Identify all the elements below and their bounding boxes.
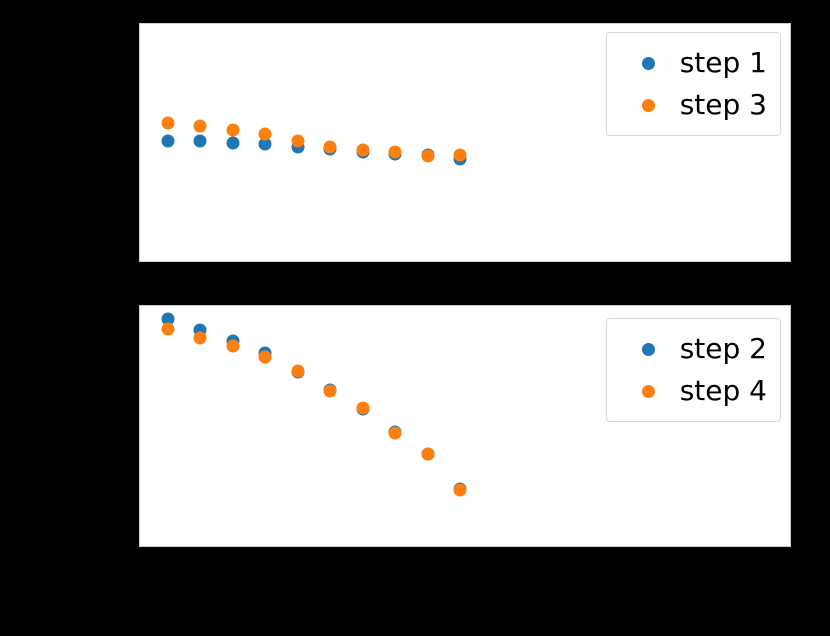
data-point <box>421 149 435 163</box>
legend-marker-step-1-cell <box>618 56 680 70</box>
legend-entry[interactable]: step 2 <box>618 328 767 370</box>
data-point <box>226 339 240 353</box>
legend-label: step 1 <box>679 46 767 79</box>
legend-entry[interactable]: step 4 <box>618 370 767 412</box>
data-point <box>161 312 175 326</box>
data-point <box>388 145 402 159</box>
data-point <box>421 447 435 461</box>
legend-entry[interactable]: step 1 <box>618 42 767 84</box>
circle-marker-icon <box>642 56 656 70</box>
data-point <box>258 127 272 141</box>
legend-marker-step-3-cell <box>618 98 680 112</box>
data-point <box>226 136 240 150</box>
circle-marker-icon <box>642 98 656 112</box>
legend-top: step 1 step 3 <box>605 32 781 136</box>
data-point <box>258 137 272 151</box>
legend-entry[interactable]: step 3 <box>618 84 767 126</box>
scatter-plot-bottom: step 2 step 4 <box>139 305 791 547</box>
data-point <box>193 331 207 345</box>
data-point <box>226 123 240 137</box>
data-point <box>161 116 175 130</box>
data-point <box>291 134 305 148</box>
data-point <box>453 483 467 497</box>
data-point <box>323 140 337 154</box>
legend-label: step 4 <box>679 374 767 407</box>
plot-area-top <box>140 24 790 261</box>
data-point <box>291 364 305 378</box>
legend-bottom: step 2 step 4 <box>605 318 781 422</box>
data-point <box>258 350 272 364</box>
scatter-plot-top: step 1 step 3 <box>139 23 791 262</box>
legend-label: step 3 <box>679 88 767 121</box>
data-point <box>323 384 337 398</box>
data-point <box>388 426 402 440</box>
legend-marker-step-4-cell <box>618 384 680 398</box>
data-point <box>161 134 175 148</box>
legend-marker-step-2-cell <box>618 342 680 356</box>
data-point <box>193 134 207 148</box>
circle-marker-icon <box>642 384 656 398</box>
circle-marker-icon <box>642 342 656 356</box>
data-point <box>356 401 370 415</box>
plot-area-bottom <box>140 306 790 546</box>
legend-label: step 2 <box>679 332 767 365</box>
data-point <box>161 322 175 336</box>
data-point <box>193 119 207 133</box>
data-point <box>453 148 467 162</box>
data-point <box>356 143 370 157</box>
